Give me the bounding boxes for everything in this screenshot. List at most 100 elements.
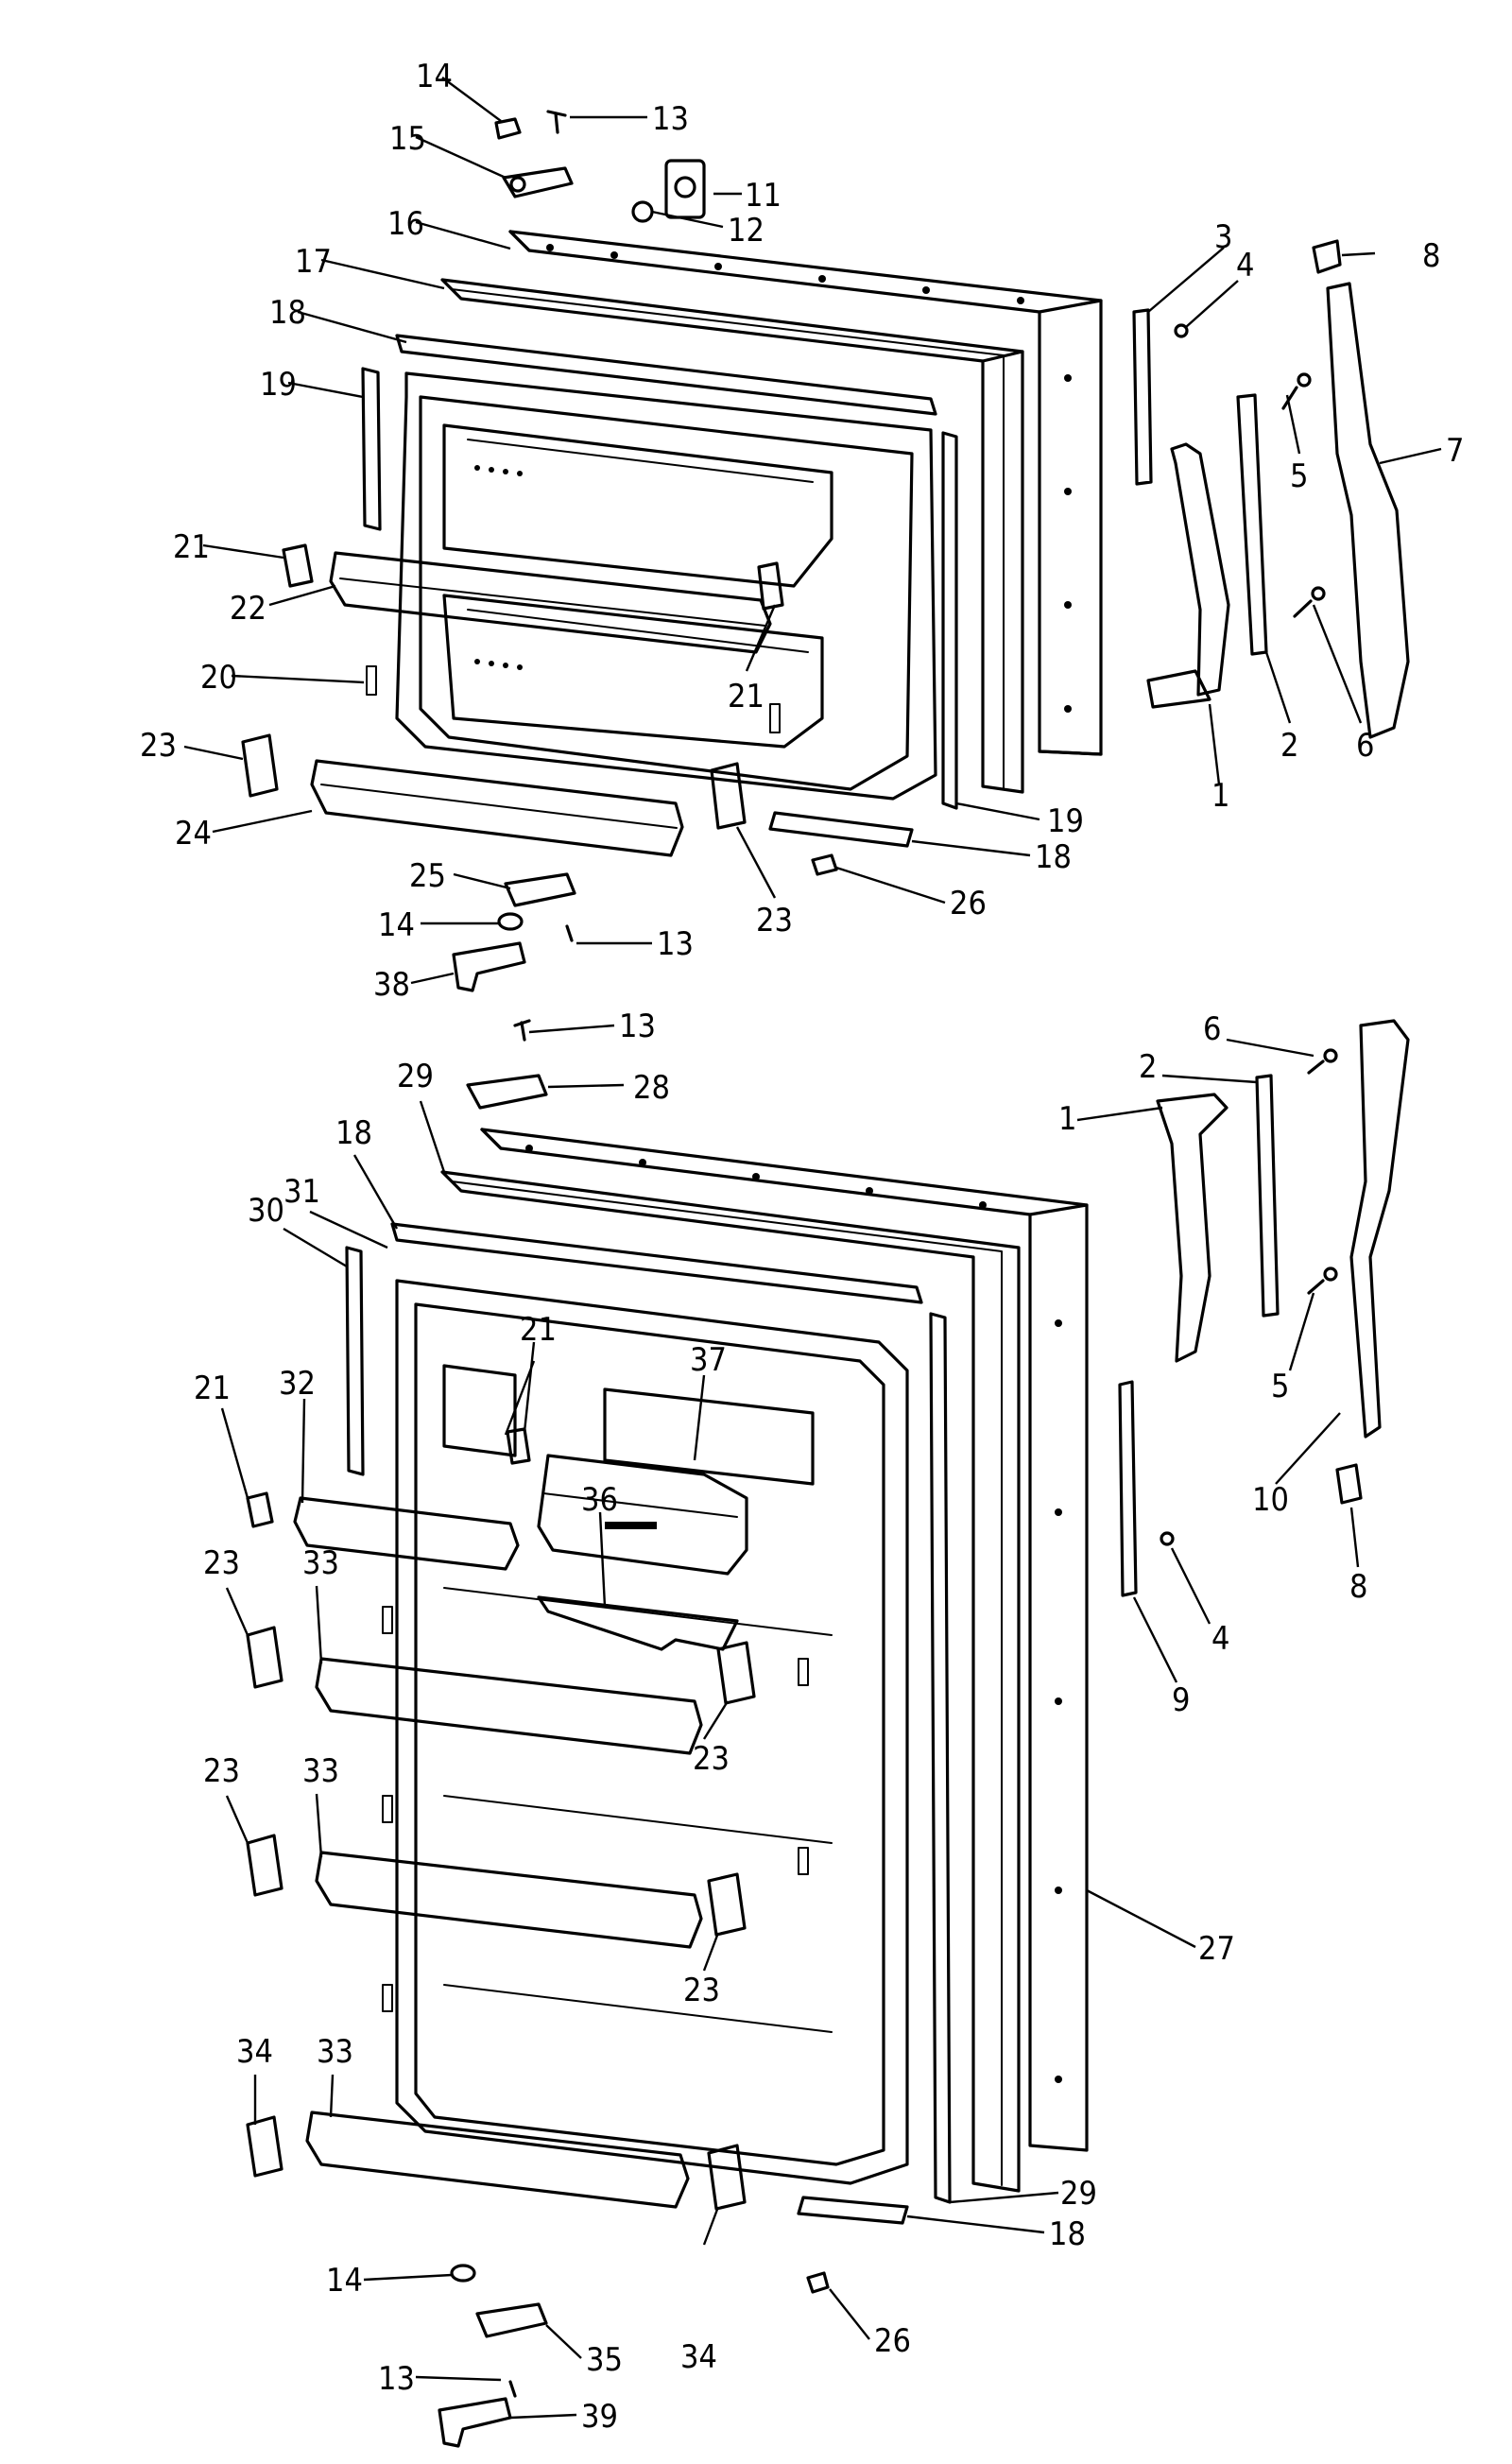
label-b23: 23 <box>203 1544 240 1582</box>
label-b37: 37 <box>690 1341 727 1379</box>
freezer-part-labels: 14 13 15 11 12 16 17 18 19 3 4 8 7 5 21 … <box>140 58 1464 1004</box>
label-24: 24 <box>175 815 212 853</box>
freezer-door-gasket <box>440 278 1024 794</box>
freezer-top-trim-strip <box>395 334 937 416</box>
label-26: 26 <box>950 885 987 922</box>
fresh-food-leader-lines <box>220 1024 1360 2420</box>
label-b32: 32 <box>279 1365 316 1403</box>
label-b10: 10 <box>1252 1481 1289 1519</box>
fresh-food-outer-door-panel <box>480 1128 1089 2152</box>
label-b31: 31 <box>284 1173 320 1211</box>
freezer-handle <box>1146 442 1230 709</box>
fresh-food-handle <box>1156 1093 1228 1363</box>
label-b39: 39 <box>581 2398 618 2436</box>
label-b2: 2 <box>1139 1048 1157 1086</box>
label-18b: 18 <box>1035 838 1072 876</box>
label-b33: 33 <box>302 1544 339 1582</box>
label-b21b: 21 <box>194 1370 231 1407</box>
fresh-food-shelf-bar-3 <box>315 1851 703 1949</box>
label-b28: 28 <box>633 1069 670 1107</box>
fresh-food-shelf-bar-4 <box>305 2111 690 2209</box>
freezer-handle-screws <box>1174 323 1326 618</box>
freezer-top-hinge <box>494 110 574 198</box>
freezer-shelf-end-caps <box>241 543 784 830</box>
fresh-food-handle-bracket <box>1255 1074 1280 1318</box>
fresh-food-handle-strip <box>1118 1380 1138 1597</box>
label-b21: 21 <box>520 1311 557 1349</box>
label-17: 17 <box>295 243 332 281</box>
freezer-door-stop <box>631 159 706 223</box>
fresh-food-top-hinge <box>466 1019 548 1110</box>
label-23: 23 <box>140 727 177 765</box>
fresh-food-shelf-bar-1 <box>293 1496 520 1571</box>
label-8: 8 <box>1422 237 1440 275</box>
freezer-shelf-bar-lower <box>310 759 684 857</box>
label-b30: 30 <box>248 1192 284 1230</box>
freezer-bottom-trim <box>768 811 914 876</box>
label-5: 5 <box>1290 457 1308 495</box>
label-b23c: 23 <box>203 1752 240 1790</box>
fresh-food-door-assembly: 13 28 29 18 31 30 6 2 1 21 37 21 32 36 5… <box>194 1008 1410 2448</box>
label-b26: 26 <box>874 2322 911 2360</box>
label-25: 25 <box>409 857 446 895</box>
label-b5: 5 <box>1271 1368 1289 1405</box>
freezer-door-assembly: 14 13 15 11 12 16 17 18 19 3 4 8 7 5 21 … <box>140 58 1464 1004</box>
label-14b: 14 <box>378 906 415 944</box>
fresh-food-shelf-end-caps <box>246 1427 756 2211</box>
label-b29: 29 <box>397 1058 434 1095</box>
label-15: 15 <box>389 120 426 158</box>
label-19b: 19 <box>1047 802 1084 840</box>
fresh-food-shelf-bar-2 <box>315 1657 703 1755</box>
freezer-right-retainer-strip <box>941 431 958 810</box>
label-11: 11 <box>745 177 782 215</box>
freezer-bottom-hinge <box>452 872 576 992</box>
freezer-handle-trim <box>1312 239 1410 739</box>
label-6: 6 <box>1356 727 1374 765</box>
fresh-food-door-gasket <box>440 1170 1021 2193</box>
label-4: 4 <box>1236 247 1254 284</box>
label-b18b: 18 <box>1049 2215 1086 2253</box>
label-1: 1 <box>1211 777 1229 815</box>
butter-compartment <box>537 1454 748 1651</box>
label-b23b: 23 <box>693 1740 730 1778</box>
fresh-food-top-trim-strip <box>390 1222 923 1304</box>
label-b35: 35 <box>586 2341 623 2379</box>
fresh-food-handle-screws <box>1160 1048 1338 1546</box>
fresh-food-door-liner <box>382 1279 909 2185</box>
fresh-food-left-retainer-strip <box>345 1246 365 1476</box>
label-20: 20 <box>200 659 237 697</box>
label-b27: 27 <box>1198 1930 1235 1968</box>
freezer-left-retainer-strip <box>361 367 382 531</box>
label-b1: 1 <box>1058 1100 1076 1138</box>
label-2: 2 <box>1280 727 1298 765</box>
label-b18: 18 <box>335 1114 372 1152</box>
fresh-food-bottom-hinge <box>438 2264 548 2448</box>
label-19: 19 <box>260 366 297 404</box>
freezer-shelf-bar-upper <box>329 551 772 654</box>
freezer-leader-lines <box>183 77 1442 985</box>
label-b6: 6 <box>1203 1010 1221 1048</box>
label-13: 13 <box>652 100 689 138</box>
label-b29b: 29 <box>1060 2175 1097 2213</box>
label-22: 22 <box>230 590 266 628</box>
label-b36: 36 <box>581 1481 618 1519</box>
label-12: 12 <box>728 212 765 250</box>
label-b13: 13 <box>619 1008 656 1045</box>
label-21b: 21 <box>728 678 765 715</box>
label-21: 21 <box>173 528 210 566</box>
freezer-door-liner <box>366 371 937 801</box>
label-b4: 4 <box>1211 1620 1229 1658</box>
freezer-handle-strip <box>1132 308 1153 486</box>
label-b34b: 34 <box>680 2338 717 2376</box>
label-38: 38 <box>373 966 410 1004</box>
freezer-outer-door-panel <box>508 230 1103 756</box>
fresh-food-right-retainer-strip <box>929 1312 952 2204</box>
label-b8: 8 <box>1349 1568 1367 1606</box>
freezer-handle-bracket <box>1236 393 1268 656</box>
label-b13b: 13 <box>378 2360 415 2398</box>
label-b33b: 33 <box>302 1752 339 1790</box>
label-3: 3 <box>1214 218 1232 256</box>
label-13b: 13 <box>657 925 694 963</box>
fresh-food-handle-trim <box>1335 1019 1410 1505</box>
